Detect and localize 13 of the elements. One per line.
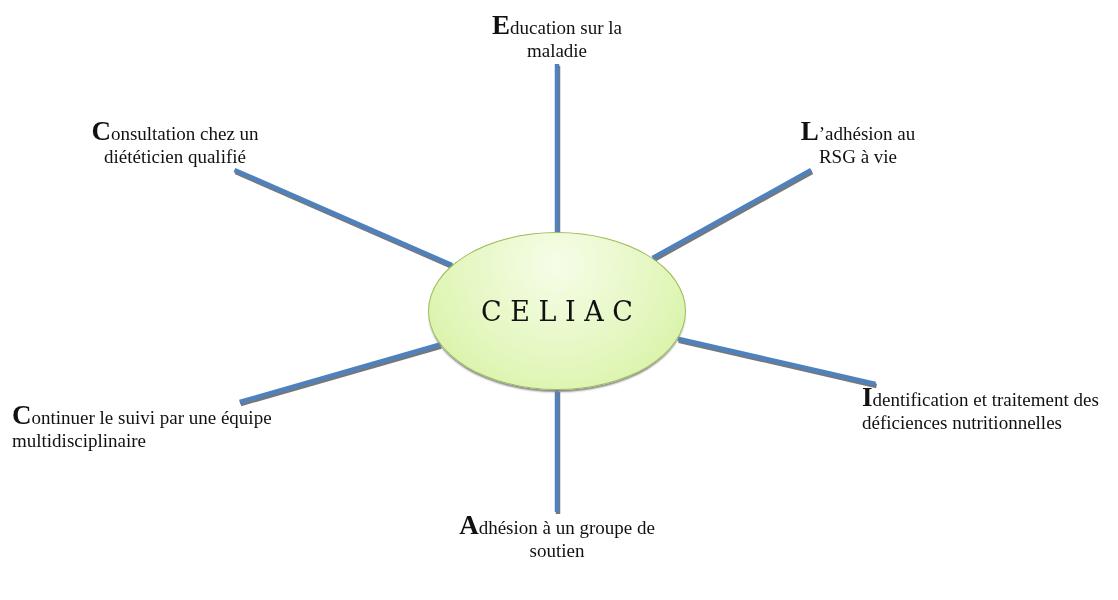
connector-line [233, 167, 453, 268]
connector-line [554, 390, 560, 512]
branch-text: Consultation chez un diététicien qualifié [90, 120, 260, 168]
branch-text: L’adhésion au RSG à vie [799, 120, 917, 168]
connector-line [239, 342, 441, 405]
connector-line [651, 168, 813, 260]
branch-text: Adhésion à un groupe de soutien [458, 514, 656, 562]
branch-text: Identification et traitement des déficiences nutritionnelles [862, 386, 1100, 434]
connector-line [677, 336, 877, 387]
center-title: C E L I A C [480, 295, 633, 327]
connector-line [554, 64, 560, 232]
branch-text: Education sur la maladie [491, 14, 623, 62]
branch-text: Continuer le suivi par une équipe multidisciplinaire [12, 404, 273, 452]
